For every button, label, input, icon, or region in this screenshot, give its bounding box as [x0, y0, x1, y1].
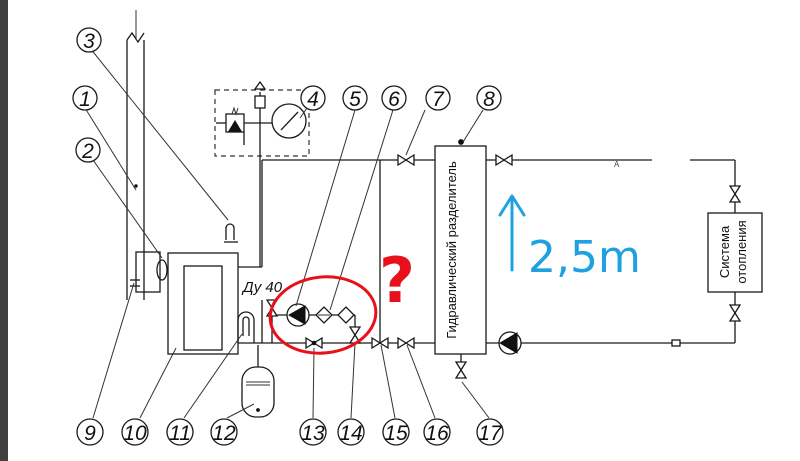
window-edge-bar [0, 0, 8, 461]
question-mark: ? [379, 244, 415, 317]
callout-11: 11 [169, 422, 191, 445]
tiny-mark: A [614, 160, 620, 169]
return-line [261, 160, 742, 350]
heating-label-2: отопления [734, 220, 749, 283]
callout-14: 14 [339, 422, 362, 445]
callout-5: 5 [349, 88, 361, 111]
callout-7: 7 [432, 88, 445, 111]
flue-connector [130, 251, 168, 293]
red-circle-highlight [268, 275, 378, 355]
callout-16: 16 [425, 422, 449, 445]
pump-group [265, 299, 362, 344]
red-markup: ? [268, 244, 415, 355]
callout-9: 9 [84, 422, 96, 445]
callout-10: 10 [123, 422, 147, 445]
heating-system: Система отопления [707, 212, 763, 293]
separator-label-1: Гидравлический разделитель [444, 161, 459, 339]
callout-1: 1 [79, 88, 91, 111]
thermal-valve [237, 311, 255, 343]
separator-text: Гидравлический разделитель [444, 161, 459, 339]
callout-12: 12 [212, 422, 236, 445]
hydraulic-separator: Гидравлический разделитель [434, 139, 487, 379]
callout-6: 6 [388, 88, 400, 111]
callouts: 3 1 2 4 5 6 7 8 9 10 11 12 13 [72, 27, 504, 446]
return-pump [498, 331, 522, 355]
callout-3: 3 [83, 30, 95, 53]
up-arrow-icon [498, 194, 526, 272]
callout-17: 17 [478, 422, 503, 445]
callout-4: 4 [307, 88, 319, 111]
expansion-tank [241, 345, 275, 418]
pipe-size-label: Ду 40 [241, 279, 283, 296]
supply-line: A [261, 153, 742, 267]
callout-13: 13 [301, 422, 325, 445]
blue-markup: 2,5m [498, 194, 641, 283]
callout-15: 15 [384, 422, 408, 445]
safety-group [214, 80, 310, 267]
leader-lines [84, 47, 490, 419]
air-vent [224, 223, 238, 243]
heating-label-1: Система [717, 225, 732, 278]
boiler [167, 252, 262, 355]
height-annotation: 2,5m [528, 232, 641, 283]
callout-2: 2 [81, 140, 94, 163]
chimney-flue [126, 10, 145, 300]
callout-8: 8 [483, 88, 495, 111]
